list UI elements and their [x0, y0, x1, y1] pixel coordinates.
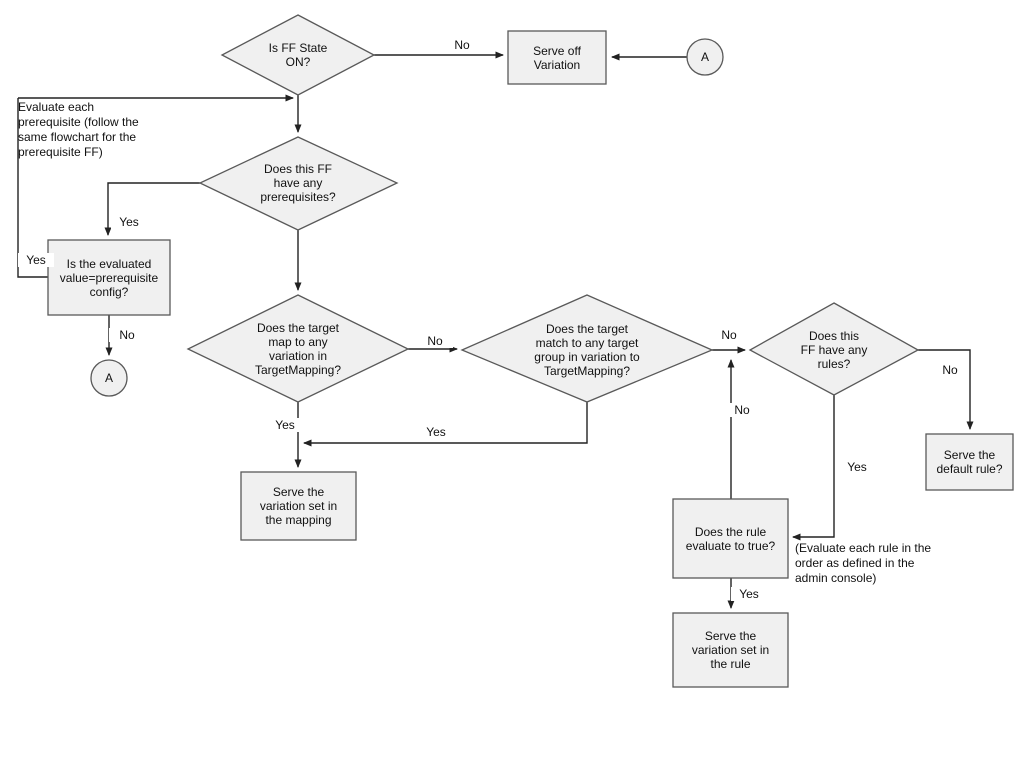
node-label-serve-off: Serve off Variation [533, 43, 581, 72]
edge-label-ruleeval-no: No [724, 403, 760, 417]
process-prereq-value-check [47, 239, 171, 316]
process-serve-rule-variation [672, 612, 789, 688]
node-label-serve-rule: Serve the variation set in the rule [691, 629, 770, 671]
decision-target-group [460, 294, 714, 403]
process-rule-evaluates-true [672, 498, 789, 579]
node-label-has-rules: Does this FF have any rules? [800, 329, 868, 371]
node-label-prerequisites: Does this FF have any prerequisites? [260, 162, 336, 204]
edge-loop-left [17, 98, 48, 278]
connector-a-bottom [90, 359, 128, 397]
decision-target-mapping [186, 294, 410, 403]
edge-label-prereqeval-no: No [109, 328, 145, 342]
node-label-target-group: Does the target match to any target grou… [534, 322, 640, 378]
node-label-prereq-eval: Is the evaluated value=prerequisite conf… [59, 256, 159, 299]
process-serve-mapping-variation [240, 471, 357, 541]
edge-hasrules-no [918, 349, 974, 430]
edge-hasrules-yes [792, 395, 835, 541]
connector-a-top [686, 38, 724, 76]
decision-is-ff-state-on [220, 14, 376, 96]
edge-label-ffstate-no: No [444, 38, 480, 52]
edge-label-targetmap-no: No [417, 334, 453, 348]
process-serve-default-rule [925, 433, 1014, 491]
annotation-rule-note: (Evaluate each rule in the order as defi… [795, 541, 932, 585]
decision-has-prerequisites [198, 136, 399, 231]
edge-prereq-yes [104, 182, 200, 236]
edge-label-targetgroup-no: No [711, 328, 747, 342]
node-label-connector-a-bottom: A [104, 371, 113, 385]
edge-label-hasrules-yes: Yes [839, 460, 875, 474]
node-label-rule-eval: Does the rule evaluate to true? [685, 524, 776, 553]
process-serve-off-variation [507, 30, 607, 85]
edge-label-loop-yes: Yes [18, 253, 54, 267]
edge-targetgroup-yes [303, 402, 588, 447]
annotation-prereq-note: Evaluate each prerequisite (follow the s… [18, 100, 139, 159]
decision-has-rules [748, 302, 920, 396]
edge-label-ruleeval-yes: Yes [731, 587, 767, 601]
node-label-connector-a-top: A [700, 50, 709, 64]
edge-label-targetgroup-yes: Yes [418, 425, 454, 439]
edge-label-prereq-yes: Yes [111, 215, 147, 229]
edge-label-hasrules-no: No [932, 363, 968, 377]
node-label-target-map: Does the target map to any variation in … [254, 321, 342, 377]
node-label-serve-default: Serve the default rule? [936, 448, 1003, 476]
node-label-ff-state: Is FF State ON? [268, 41, 328, 69]
edge-label-targetmap-yes: Yes [267, 418, 303, 432]
node-label-serve-mapping: Serve the variation set in the mapping [259, 485, 338, 527]
